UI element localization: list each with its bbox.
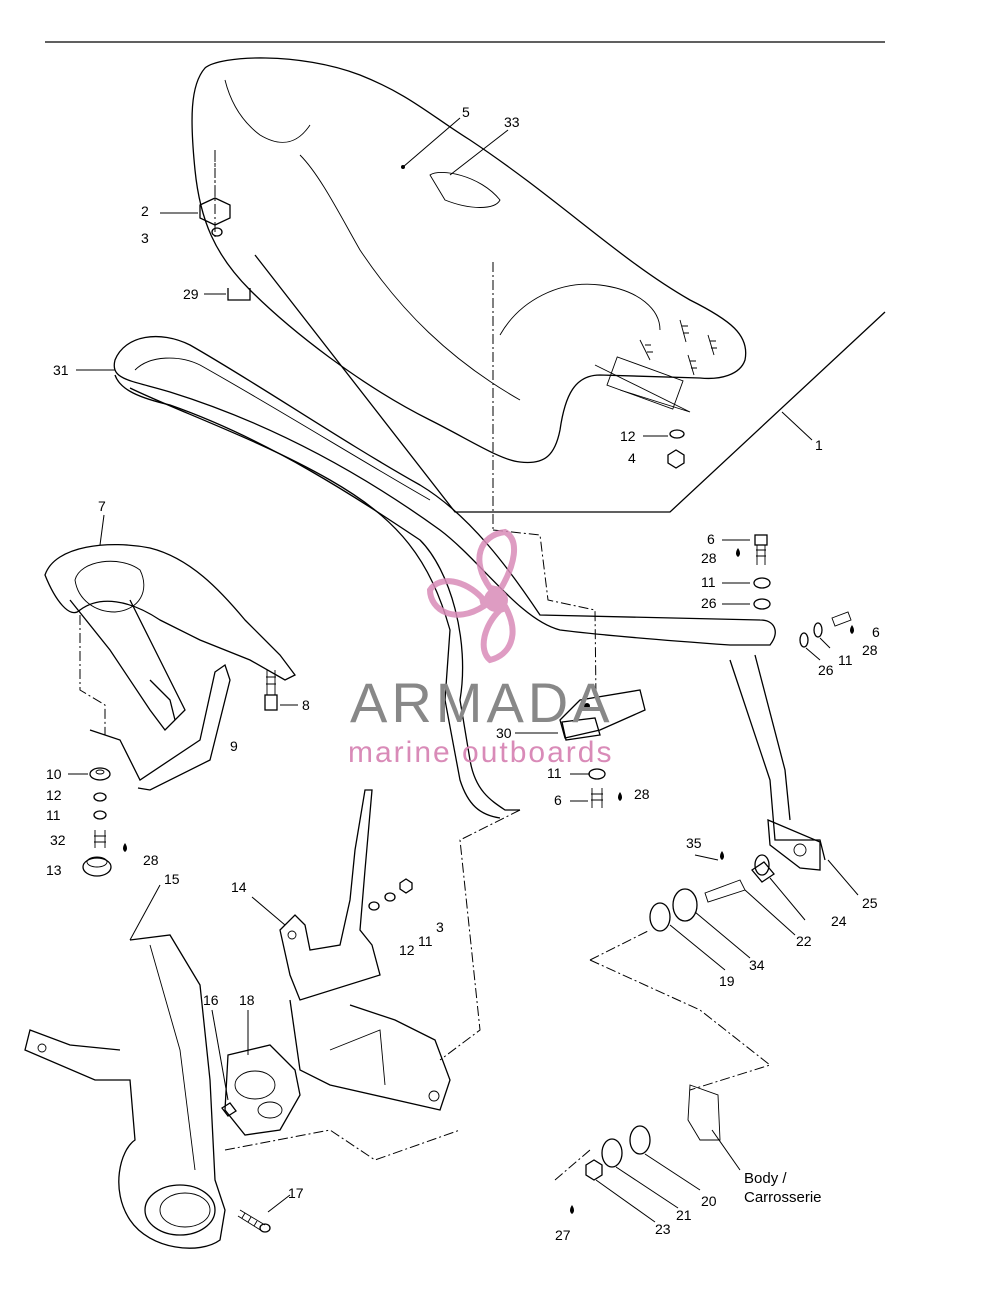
- callout-23: 23: [655, 1221, 671, 1237]
- callout-9: 9: [230, 738, 238, 754]
- callout-11: 11: [418, 933, 433, 949]
- callout-5: 5: [462, 104, 470, 120]
- screw-17: [237, 1209, 271, 1233]
- callout-34: 34: [749, 957, 765, 973]
- callout-12: 12: [399, 942, 415, 958]
- nut-washer-stack: [368, 878, 413, 911]
- callout-21: 21: [676, 1207, 692, 1223]
- callout-33: 33: [504, 114, 520, 130]
- callout-25: 25: [862, 895, 878, 911]
- mount-assembly: [649, 854, 775, 932]
- callout-13: 13: [46, 862, 62, 878]
- callout-6: 6: [872, 624, 880, 640]
- callout-6: 6: [554, 792, 562, 808]
- brace-9: [89, 663, 231, 791]
- leader-lines: [68, 117, 859, 1223]
- callout-28: 28: [701, 550, 717, 566]
- phantom-lines: [79, 150, 772, 1181]
- callout-7: 7: [98, 498, 106, 514]
- rail-31: [113, 335, 776, 819]
- callout-24: 24: [831, 913, 847, 929]
- callout-11: 11: [701, 574, 716, 590]
- callout-17: 17: [288, 1185, 304, 1201]
- callout-12: 12: [46, 787, 62, 803]
- washer-12-top: [669, 429, 685, 439]
- body-label-line1: Body /: [744, 1170, 787, 1187]
- callout-4: 4: [628, 450, 636, 466]
- callout-labels: 1 2 3 3 4 5 6 6 6 7 8 9 10 11 11 11 11 1…: [46, 104, 880, 1243]
- retainer-16-18: [221, 1044, 301, 1136]
- callout-20: 20: [701, 1193, 717, 1209]
- callout-18: 18: [239, 992, 255, 1008]
- bumper-15: [24, 934, 226, 1249]
- callout-6: 6: [707, 531, 715, 547]
- armada-logo: [426, 528, 518, 664]
- support-rail-right: [729, 654, 826, 871]
- callout-28: 28: [143, 852, 159, 868]
- rear-handle-7: [44, 543, 296, 731]
- callout-32: 32: [50, 832, 66, 848]
- callout-27: 27: [555, 1227, 571, 1243]
- watermark-brand: ARMADA: [350, 671, 614, 734]
- watermark-tagline: marine outboards: [348, 736, 613, 769]
- clip-29: [227, 288, 251, 301]
- callout-14: 14: [231, 879, 247, 895]
- bracket-14: [279, 789, 451, 1111]
- callout-12: 12: [620, 428, 636, 444]
- callout-28: 28: [862, 642, 878, 658]
- callout-16: 16: [203, 992, 219, 1008]
- callout-3: 3: [436, 919, 444, 935]
- bolt-8: [264, 670, 278, 711]
- callout-8: 8: [302, 697, 310, 713]
- callout-26: 26: [818, 662, 834, 678]
- callout-3: 3: [141, 230, 149, 246]
- seat-part: [191, 57, 747, 464]
- seat-base-outline: [254, 254, 886, 513]
- fastener-stack-right: [753, 534, 852, 648]
- body-label-line2: Carrosserie: [744, 1189, 822, 1206]
- callout-10: 10: [46, 766, 62, 782]
- callout-19: 19: [719, 973, 735, 989]
- body-mount-stack: [585, 1084, 721, 1181]
- fastener-stack-left: [82, 767, 112, 877]
- callout-31: 31: [53, 362, 69, 378]
- seat-studs: [639, 319, 717, 376]
- callout-29: 29: [183, 286, 199, 302]
- callout-22: 22: [796, 933, 812, 949]
- callout-28: 28: [634, 786, 650, 802]
- lubricant-drop-icons: [123, 548, 854, 1214]
- nut-4-top: [667, 449, 685, 469]
- callout-2: 2: [141, 203, 149, 219]
- callout-11: 11: [46, 807, 61, 823]
- callout-35: 35: [686, 835, 702, 851]
- callout-30: 30: [496, 725, 512, 741]
- callout-1: 1: [815, 437, 823, 453]
- callout-11: 11: [547, 765, 562, 781]
- callout-15: 15: [164, 871, 180, 887]
- callout-26: 26: [701, 595, 717, 611]
- callout-11: 11: [838, 652, 853, 668]
